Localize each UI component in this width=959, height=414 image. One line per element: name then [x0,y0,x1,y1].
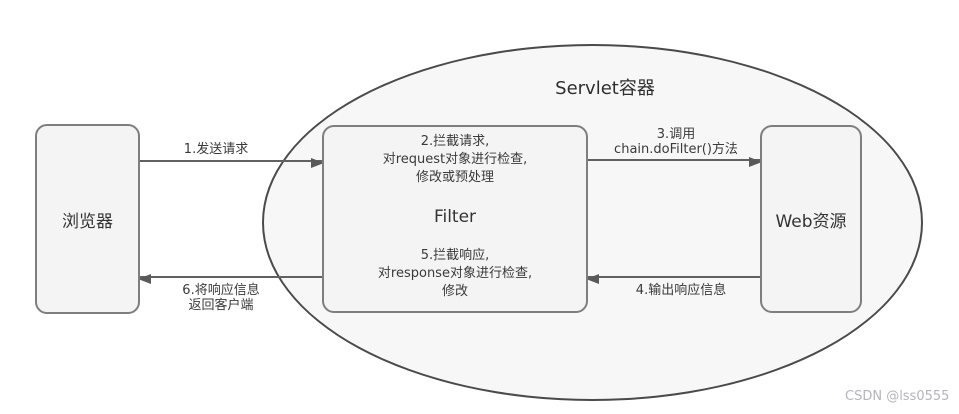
watermark: CSDN @lss0555 [845,389,950,404]
arrow-send-request [140,158,324,168]
arrowhead-right-icon [311,158,324,168]
arrowhead-right-icon [749,157,762,167]
call-dofilter-label-line1: 3.调用 [656,127,696,142]
return-response-label: 6.将响应信息 返回客户端 [182,283,259,313]
arrow-return-response [138,274,322,284]
servlet-container-label: Servlet容器 [555,78,655,99]
output-response-label: 4.输出响应信息 [635,283,727,298]
arrow-output-response [586,274,760,284]
browser-node: 浏览器 [35,124,140,314]
filter-top-note-line1: 2.拦截请求, [420,134,490,149]
arrowhead-left-icon [138,274,151,284]
web-resource-node: Web资源 [760,125,862,313]
arrow-call-dofilter [588,157,762,167]
filter-bottom-note: 5.拦截响应, 对response对象进行检查, 修改 [378,247,532,301]
call-dofilter-label-line2: chain.doFilter()方法 [614,142,738,157]
browser-label: 浏览器 [62,211,113,232]
filter-bottom-note-line1: 5.拦截响应, [420,248,490,263]
send-request-label: 1.发送请求 [183,142,249,157]
filter-bottom-note-line3: 修改 [441,284,468,299]
return-response-label-line2: 返回客户端 [188,298,254,313]
filter-top-note: 2.拦截请求, 对request对象进行检查, 修改或预处理 [383,133,528,187]
return-response-label-line1: 6.将响应信息 [182,283,260,298]
call-dofilter-label: 3.调用 chain.doFilter()方法 [614,127,738,157]
arrowhead-left-icon [586,274,599,284]
filter-bottom-note-line2: 对response对象进行检查, [377,266,533,281]
filter-label: Filter [433,207,477,227]
filter-node: 2.拦截请求, 对request对象进行检查, 修改或预处理 Filter 5.… [322,125,588,313]
web-resource-label: Web资源 [775,211,847,232]
filter-top-note-line3: 修改或预处理 [415,170,494,185]
filter-top-note-line2: 对request对象进行检查, [382,152,528,167]
